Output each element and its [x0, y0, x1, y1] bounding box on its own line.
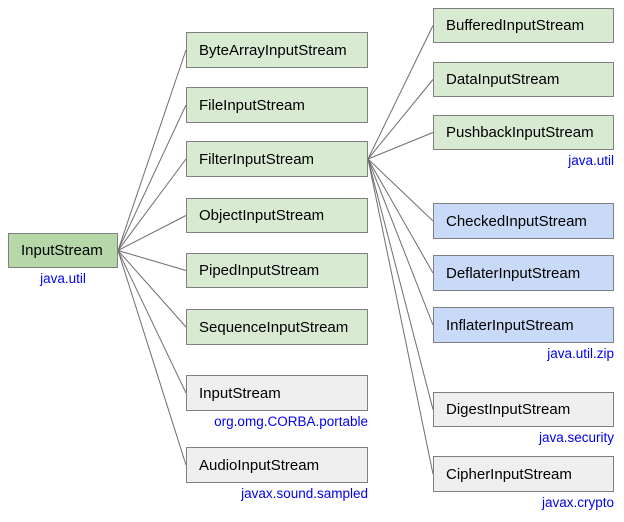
class-node-deflater: DeflaterInputStream: [433, 255, 614, 291]
package-label-root: java.util: [40, 271, 86, 286]
class-node-label: ObjectInputStream: [199, 207, 325, 224]
connector-line-filter-cipher: [367, 158, 434, 475]
class-node-digest: DigestInputStream: [433, 392, 614, 427]
class-node-filter: FilterInputStream: [186, 141, 368, 177]
connector-line-filter-deflater: [367, 158, 434, 274]
class-node-label: CheckedInputStream: [446, 212, 587, 230]
connector-line-filter-buffered: [367, 25, 434, 160]
package-label-audio: javax.sound.sampled: [241, 486, 368, 501]
connector-line-root-file: [117, 104, 187, 251]
package-label-digest: java.security: [538, 430, 614, 445]
package-label-inflater: java.util.zip: [547, 346, 614, 361]
class-node-sequence: SequenceInputStream: [186, 309, 368, 345]
connector-line-root-corba: [117, 250, 187, 394]
class-node-label: PipedInputStream: [199, 262, 320, 279]
class-node-label: InflaterInputStream: [446, 316, 574, 334]
connector-line-root-sequence: [117, 250, 187, 328]
class-node-root: InputStream: [8, 233, 118, 268]
class-node-label: DataInputStream: [446, 71, 560, 88]
class-node-label: FileInputStream: [199, 96, 305, 114]
class-node-piped: PipedInputStream: [186, 253, 368, 288]
class-node-label: DeflaterInputStream: [446, 264, 581, 282]
class-node-label: BufferedInputStream: [446, 17, 585, 34]
class-node-buffered: BufferedInputStream: [433, 8, 614, 43]
connector-line-root-object: [117, 215, 187, 251]
class-node-checked: CheckedInputStream: [433, 203, 614, 239]
connector-line-filter-digest: [367, 158, 434, 410]
class-node-label: FilterInputStream: [199, 150, 315, 168]
class-node-object: ObjectInputStream: [186, 198, 368, 233]
package-label-pushback: java.util: [568, 153, 614, 168]
connector-line-root-bytearray: [117, 49, 187, 251]
package-label-cipher: javax.crypto: [541, 495, 614, 510]
class-node-data: DataInputStream: [433, 62, 614, 97]
connector-line-filter-checked: [367, 158, 434, 222]
class-node-cipher: CipherInputStream: [433, 456, 614, 492]
class-node-label: SequenceInputStream: [199, 318, 349, 336]
connector-line-root-filter: [117, 158, 187, 251]
class-node-label: InputStream: [21, 242, 103, 259]
class-node-bytearray: ByteArrayInputStream: [186, 32, 368, 68]
connector-line-filter-data: [367, 79, 434, 160]
class-node-label: DigestInputStream: [446, 401, 571, 418]
class-node-label: PushbackInputStream: [446, 124, 594, 141]
class-node-label: CipherInputStream: [446, 465, 572, 483]
class-node-file: FileInputStream: [186, 87, 368, 123]
class-node-audio: AudioInputStream: [186, 447, 368, 483]
class-node-inflater: InflaterInputStream: [433, 307, 614, 343]
connector-line-filter-pushback: [367, 132, 434, 160]
connector-line-root-piped: [117, 250, 187, 271]
class-node-corba: InputStream: [186, 375, 368, 411]
class-node-label: AudioInputStream: [199, 456, 320, 474]
class-node-pushback: PushbackInputStream: [433, 115, 614, 150]
class-node-label: InputStream: [199, 384, 281, 402]
package-label-corba: org.omg.CORBA.portable: [214, 414, 368, 429]
class-node-label: ByteArrayInputStream: [199, 41, 347, 59]
connector-line-root-audio: [117, 250, 187, 466]
connector-line-filter-inflater: [367, 158, 434, 326]
